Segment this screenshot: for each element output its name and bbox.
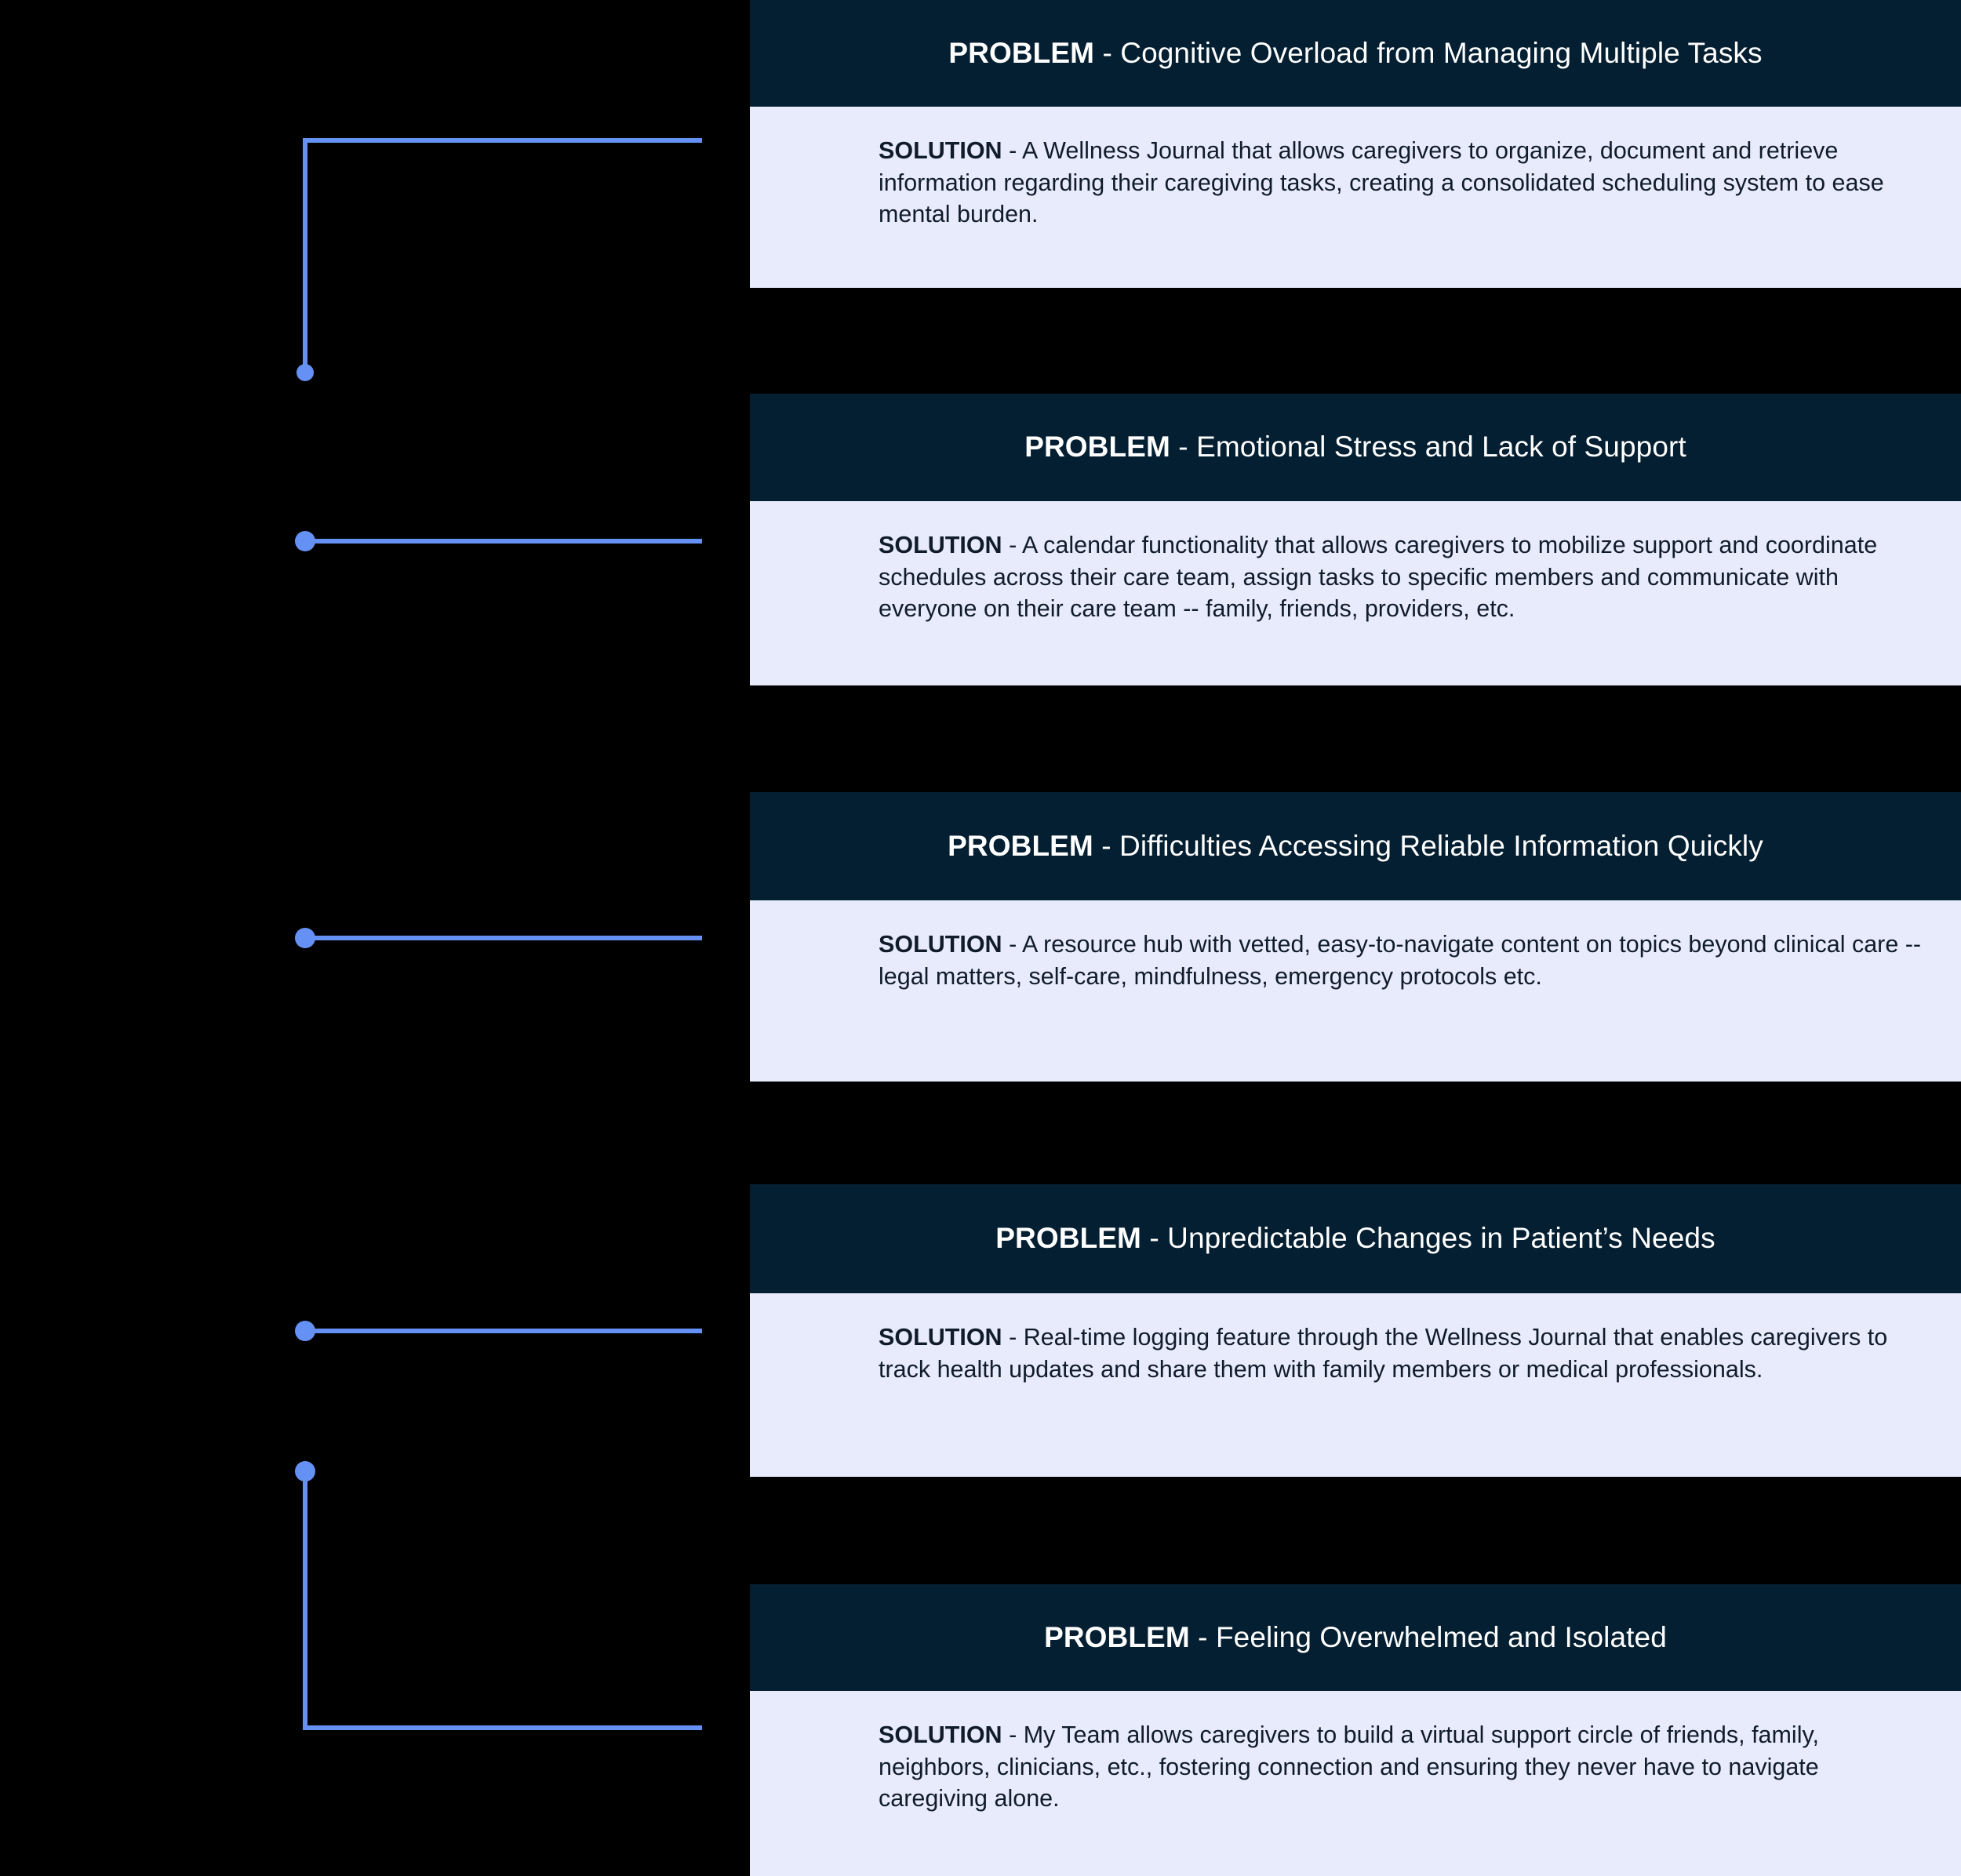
card-2-problem-label: PROBLEM — [1024, 431, 1170, 464]
card-5-problem-title: - Feeling Overwhelmed and Isolated — [1189, 1620, 1667, 1653]
connector-3 — [295, 928, 702, 948]
card-2-problem-header: PROBLEM - Emotional Stress and Lack of S… — [750, 394, 1961, 501]
card-1-problem-heading: PROBLEM - Cognitive Overload from Managi… — [948, 37, 1762, 71]
card-1-problem-label: PROBLEM — [948, 36, 1095, 69]
connector-4 — [295, 1321, 702, 1341]
card-2-solution-paragraph: SOLUTION - A calendar functionality that… — [879, 529, 1930, 625]
card-5-problem-header: PROBLEM - Feeling Overwhelmed and Isolat… — [750, 1584, 1961, 1691]
card-3-problem-label: PROBLEM — [948, 829, 1093, 862]
card-1-solution-body: SOLUTION - A Wellness Journal that allow… — [750, 107, 1961, 288]
card-2-solution-body: SOLUTION - A calendar functionality that… — [750, 501, 1961, 685]
card-4-solution-text: - Real-time logging feature through the … — [879, 1324, 1888, 1383]
card-3-solution-text: - A resource hub with vetted, easy-to-na… — [879, 931, 1922, 990]
card-3-problem-heading: PROBLEM - Difficulties Accessing Reliabl… — [948, 830, 1763, 863]
card-2-problem-heading: PROBLEM - Emotional Stress and Lack of S… — [1024, 431, 1686, 464]
card-4-solution-paragraph: SOLUTION - Real-time logging feature thr… — [879, 1322, 1930, 1385]
card-3-solution-body: SOLUTION - A resource hub with vetted, e… — [750, 900, 1961, 1082]
card-2-problem-title: - Emotional Stress and Lack of Support — [1170, 431, 1686, 464]
card-1-problem-header: PROBLEM - Cognitive Overload from Managi… — [750, 0, 1961, 107]
timeline-dot-2 — [295, 531, 315, 551]
card-2-solution-text: - A calendar functionality that allows c… — [879, 532, 1878, 623]
card-1-problem-title: - Cognitive Overload from Managing Multi… — [1094, 36, 1763, 69]
card-1-solution-text: - A Wellness Journal that allows caregiv… — [879, 137, 1884, 228]
card-4-problem-heading: PROBLEM - Unpredictable Changes in Patie… — [995, 1222, 1715, 1256]
timeline-dot-3 — [295, 928, 315, 948]
problem-solution-card-1: PROBLEM - Cognitive Overload from Managi… — [750, 0, 1961, 288]
card-3-problem-header: PROBLEM - Difficulties Accessing Reliabl… — [750, 792, 1961, 900]
card-5-problem-label: PROBLEM — [1044, 1620, 1190, 1653]
card-1-solution-paragraph: SOLUTION - A Wellness Journal that allow… — [879, 135, 1930, 231]
timeline-dot-5 — [295, 1461, 315, 1482]
card-4-problem-label: PROBLEM — [995, 1222, 1141, 1255]
connector-5 — [295, 1461, 702, 1730]
card-1-solution-label: SOLUTION — [879, 137, 1002, 164]
card-5-problem-heading: PROBLEM - Feeling Overwhelmed and Isolat… — [1044, 1621, 1667, 1655]
card-5-solution-label: SOLUTION — [879, 1721, 1002, 1748]
connector-2 — [295, 531, 702, 551]
connector-1 — [297, 138, 702, 381]
card-3-problem-title: - Difficulties Accessing Reliable Inform… — [1093, 829, 1763, 862]
card-5-solution-body: SOLUTION - My Team allows caregivers to … — [750, 1691, 1961, 1876]
problem-solution-card-5: PROBLEM - Feeling Overwhelmed and Isolat… — [750, 1584, 1961, 1876]
problem-solution-card-3: PROBLEM - Difficulties Accessing Reliabl… — [750, 792, 1961, 1082]
card-4-problem-header: PROBLEM - Unpredictable Changes in Patie… — [750, 1184, 1961, 1293]
problem-solution-card-4: PROBLEM - Unpredictable Changes in Patie… — [750, 1184, 1961, 1477]
card-4-problem-title: - Unpredictable Changes in Patient’s Nee… — [1141, 1222, 1715, 1255]
card-4-solution-body: SOLUTION - Real-time logging feature thr… — [750, 1293, 1961, 1477]
timeline-dot-1 — [297, 364, 314, 381]
card-3-solution-label: SOLUTION — [879, 931, 1002, 958]
card-3-solution-paragraph: SOLUTION - A resource hub with vetted, e… — [879, 929, 1930, 992]
card-2-solution-label: SOLUTION — [879, 532, 1002, 558]
card-4-solution-label: SOLUTION — [879, 1324, 1002, 1351]
problem-solution-card-2: PROBLEM - Emotional Stress and Lack of S… — [750, 394, 1961, 685]
card-5-solution-paragraph: SOLUTION - My Team allows caregivers to … — [879, 1719, 1930, 1815]
timeline-dot-4 — [295, 1321, 315, 1341]
card-5-solution-text: - My Team allows caregivers to build a v… — [879, 1721, 1819, 1812]
